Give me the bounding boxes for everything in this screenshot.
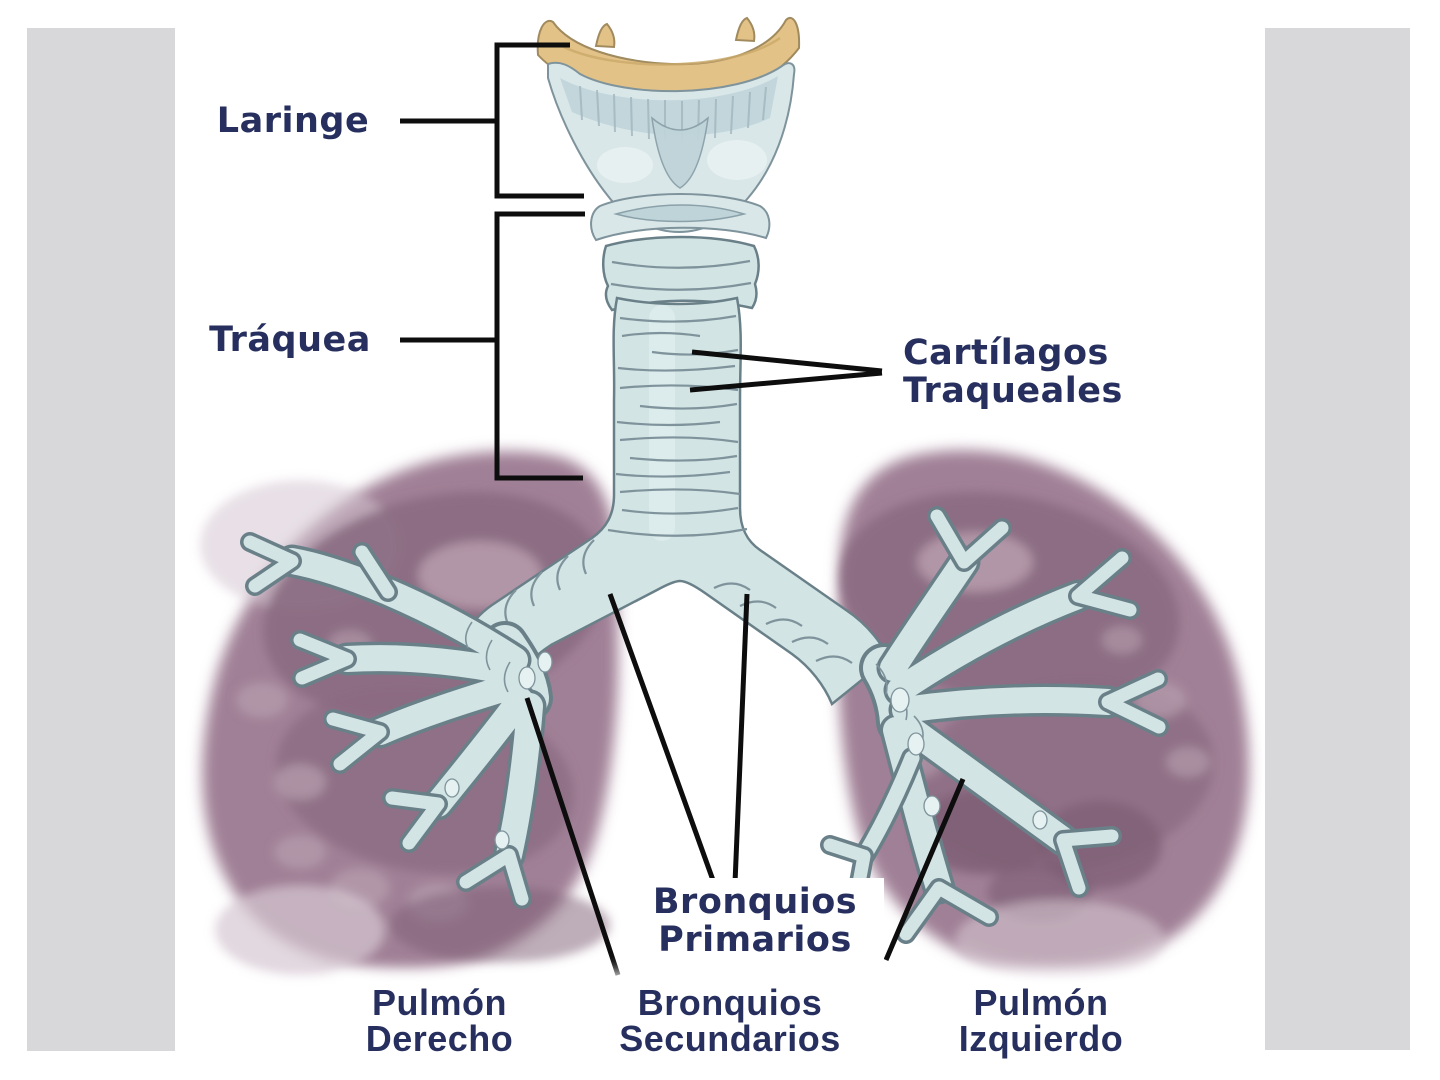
label-laringe: Laringe [200,102,386,140]
leader-lines [400,42,966,976]
traquea-bracket [494,211,585,481]
right-gray-panel [1265,28,1410,1050]
label-traquea-text: Tráquea [209,320,371,360]
label-laringe-text: Laringe [216,101,370,141]
label-traquea: Tráquea [194,321,386,359]
thyroid-cartilage [547,61,796,234]
label-derecho-line1: Pulmón [372,982,507,1023]
label-izquierdo-line2: Izquierdo [958,1018,1124,1059]
label-derecho-line2: Derecho [365,1018,514,1059]
secundarios-lines [524,697,966,976]
label-secundarios-line1: Bronquios [637,982,823,1023]
label-bronquios-secundarios: Bronquios Secundarios [590,985,870,1057]
label-pulmon-derecho: Pulmón Derecho [347,985,532,1057]
trachea-flare [602,235,760,312]
left-gray-panel [27,28,175,1051]
bronchial-tree-right [240,532,553,909]
cricoid-cartilage [590,193,771,242]
airway [240,16,1169,944]
label-bronquios-primarios: Bronquios Primarios [626,878,884,966]
primarios-lines [607,593,750,884]
laringe-bracket [494,42,584,199]
label-cartilagos-line1: Cartílagos [903,333,1109,373]
label-cartilagos-line2: Traqueales [903,371,1123,411]
label-primarios-line2: Primarios [658,920,852,960]
label-secundarios-line2: Secundarios [619,1018,841,1059]
label-cartilagos-traqueales: Cartílagos Traqueales [903,334,1153,410]
label-pulmon-izquierdo: Pulmón Izquierdo [935,985,1147,1057]
label-izquierdo-line1: Pulmón [973,982,1109,1023]
tracheal-rings [504,314,853,664]
bronchial-tree-left [820,506,1169,944]
cartilagos-lines [689,349,883,393]
label-primarios-line1: Bronquios [652,882,858,922]
